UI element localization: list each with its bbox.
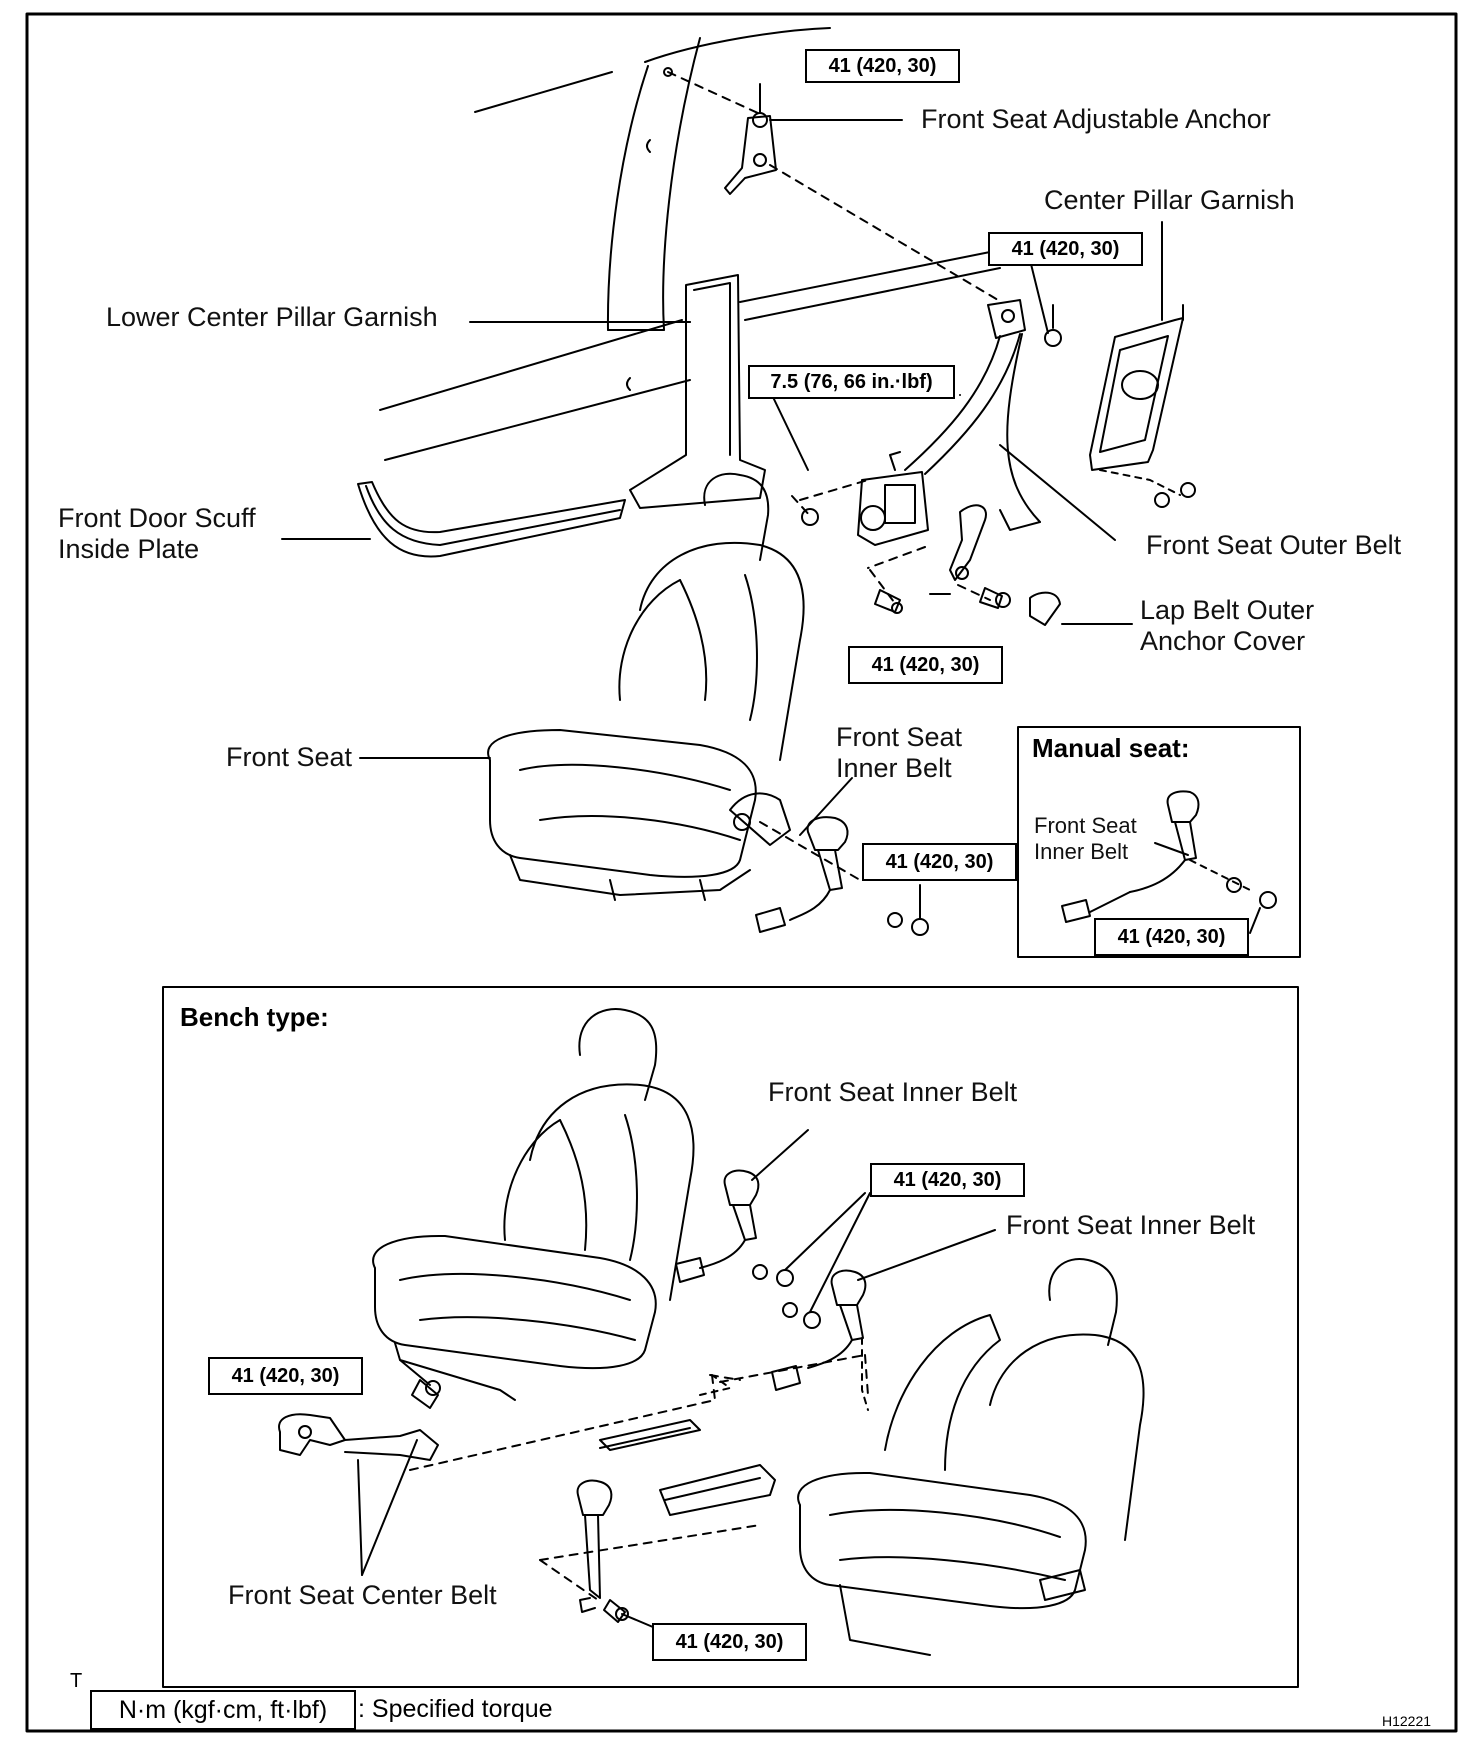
label-front-seat-center-belt: Front Seat Center Belt <box>228 1580 497 1610</box>
torque-bench-center-left: 41 (420, 30) <box>208 1357 363 1395</box>
front-seat-part <box>359 472 805 901</box>
torque-inner-belt: 41 (420, 30) <box>862 843 1017 881</box>
torque-manual-inner-belt: 41 (420, 30) <box>1094 918 1249 956</box>
manual-seat-inset-drawing <box>1017 726 1301 958</box>
label-front-door-scuff-line1: Front Door Scuff <box>58 503 256 533</box>
label-lap-belt-cover-line1: Lap Belt Outer <box>1140 595 1315 625</box>
leader-lines <box>689 259 1116 595</box>
outer-frame <box>25 12 1458 1733</box>
bench-type-title: Bench type: <box>180 1002 329 1032</box>
manual-seat-title: Manual seat: <box>1032 733 1190 763</box>
label-center-pillar-garnish: Center Pillar Garnish <box>1044 185 1295 215</box>
label-manual-inner-belt-line2: Inner Belt <box>1034 839 1129 864</box>
torque-retractor: 7.5 (76, 66 in.·lbf) <box>748 365 955 399</box>
inner-belt-part <box>755 777 929 936</box>
adjustable-anchor-part <box>667 71 999 301</box>
front-door-scuff-plate-part <box>281 481 626 558</box>
bench-inset-frame <box>162 986 1299 1688</box>
figure-id: H12221 <box>1382 1713 1432 1729</box>
label-lap-belt-cover-line2: Anchor Cover <box>1140 626 1306 656</box>
label-lower-center-pillar-garnish: Lower Center Pillar Garnish <box>106 302 438 332</box>
label-bench-inner-belt-right: Front Seat Inner Belt <box>1006 1210 1256 1240</box>
label-front-seat: Front Seat <box>226 742 353 772</box>
label-bench-inner-belt-top: Front Seat Inner Belt <box>768 1077 1018 1107</box>
label-front-seat-outer-belt: Front Seat Outer Belt <box>1146 530 1402 560</box>
label-front-seat-adjustable-anchor: Front Seat Adjustable Anchor <box>921 104 1271 134</box>
lower-center-pillar-garnish-part <box>469 274 766 509</box>
torque-outer-belt-upper: 41 (420, 30) <box>988 232 1143 266</box>
label-manual-inner-belt-line1: Front Seat <box>1034 813 1137 838</box>
legend-text: : Specified torque <box>358 1695 553 1723</box>
bench-inset-drawing <box>162 986 1299 1688</box>
manual-seat-inset-frame <box>1017 726 1301 958</box>
torque-adjustable-anchor: 41 (420, 30) <box>805 49 960 83</box>
torque-marker: T <box>70 1670 83 1692</box>
torque-bench-center-bottom: 41 (420, 30) <box>652 1623 807 1661</box>
label-front-seat-inner-belt-line2: Inner Belt <box>836 753 952 783</box>
label-front-seat-inner-belt-line1: Front Seat <box>836 722 963 752</box>
torque-lap-anchor: 41 (420, 30) <box>848 646 1003 684</box>
outer-belt-part <box>791 299 1133 626</box>
torque-bench-inner: 41 (420, 30) <box>870 1163 1025 1197</box>
legend-unit-box: N·m (kgf·cm, ft·lbf) <box>90 1690 356 1730</box>
label-front-door-scuff-line2: Inside Plate <box>58 534 200 564</box>
center-pillar-garnish-part <box>1089 221 1196 508</box>
